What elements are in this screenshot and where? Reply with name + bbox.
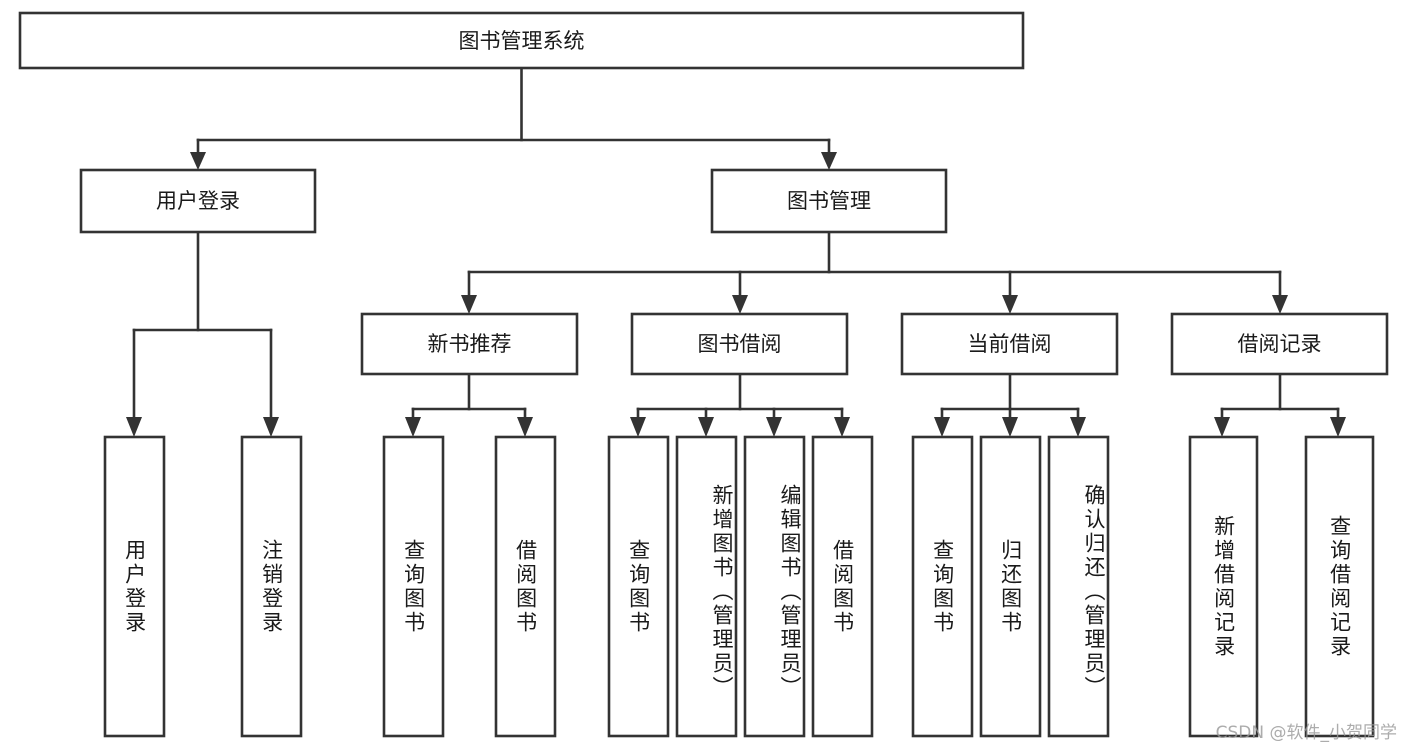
leaf-box-borrow-book-2[interactable] xyxy=(811,435,874,738)
leaf-box-logout[interactable] xyxy=(240,435,303,738)
arrow-head-leaf-confirm-return xyxy=(1070,417,1086,437)
leaf-box-query-borrow-record[interactable] xyxy=(1304,435,1375,738)
node-current-borrowing[interactable] xyxy=(900,312,1119,376)
arrow-head-leaf-query-book-2 xyxy=(630,417,646,437)
label-current-borrowing: 当前借阅 xyxy=(968,332,1052,356)
label-book-management: 图书管理 xyxy=(787,189,871,213)
node-book-management[interactable] xyxy=(710,168,948,234)
leaf-box-add-book-admin[interactable] xyxy=(675,435,738,738)
leaf-box-borrow-book-1[interactable] xyxy=(494,435,557,738)
arrow-head-leaf-query-book-1 xyxy=(405,417,421,437)
leaf-box-user-login[interactable] xyxy=(103,435,166,738)
arrow-head-leaf-borrow-book-2 xyxy=(834,417,850,437)
node-borrowing-record[interactable] xyxy=(1170,312,1389,376)
leaf-box-confirm-return-admin[interactable] xyxy=(1047,435,1110,738)
arrow-head-leaf-user-login xyxy=(126,417,142,437)
arrow-head-current-borrow xyxy=(1002,295,1018,314)
leaf-box-return-book[interactable] xyxy=(979,435,1042,738)
arrow-head-leaf-query-book-3 xyxy=(934,417,950,437)
arrow-head-borrow-record xyxy=(1272,295,1288,314)
label-new-book-recommendation: 新书推荐 xyxy=(428,332,512,356)
label-user-login: 用户登录 xyxy=(156,189,240,213)
leaf-box-query-book-2[interactable] xyxy=(607,435,670,738)
arrow-head-leaf-add-book xyxy=(698,417,714,437)
leaf-box-edit-book-admin[interactable] xyxy=(743,435,806,738)
arrow-head-leaf-return-book xyxy=(1002,417,1018,437)
leaf-box-add-borrow-record[interactable] xyxy=(1188,435,1259,738)
node-new-book-recommendation[interactable] xyxy=(360,312,579,376)
node-root-book-management-system[interactable] xyxy=(18,11,1025,70)
arrow-head-book-mgmt xyxy=(821,152,837,170)
label-root: 图书管理系统 xyxy=(459,29,585,53)
arrow-head-user-login xyxy=(190,152,206,170)
node-book-borrowing[interactable] xyxy=(630,312,849,376)
connector-layer xyxy=(126,66,1346,437)
node-layer xyxy=(18,11,1389,738)
arrow-head-leaf-query-record xyxy=(1330,417,1346,437)
arrow-head-book-borrow xyxy=(732,295,748,314)
node-user-login[interactable] xyxy=(79,168,317,234)
label-borrowing-record: 借阅记录 xyxy=(1238,332,1322,356)
label-book-borrowing: 图书借阅 xyxy=(698,332,782,356)
arrow-head-leaf-edit-book xyxy=(766,417,782,437)
watermark-text: CSDN @软件_小贺同学 xyxy=(1215,723,1397,743)
arrow-head-leaf-add-record xyxy=(1214,417,1230,437)
arrow-head-new-book-rec xyxy=(461,295,477,314)
arrow-head-leaf-logout xyxy=(263,417,279,437)
label-layer: 图书管理系统 用户登录 图书管理 新书推荐 图书借阅 当前借阅 借阅记录 xyxy=(156,29,1322,356)
leaf-box-query-book-1[interactable] xyxy=(382,435,445,738)
arrow-head-leaf-borrow-book-1 xyxy=(517,417,533,437)
leaf-box-query-book-3[interactable] xyxy=(911,435,974,738)
